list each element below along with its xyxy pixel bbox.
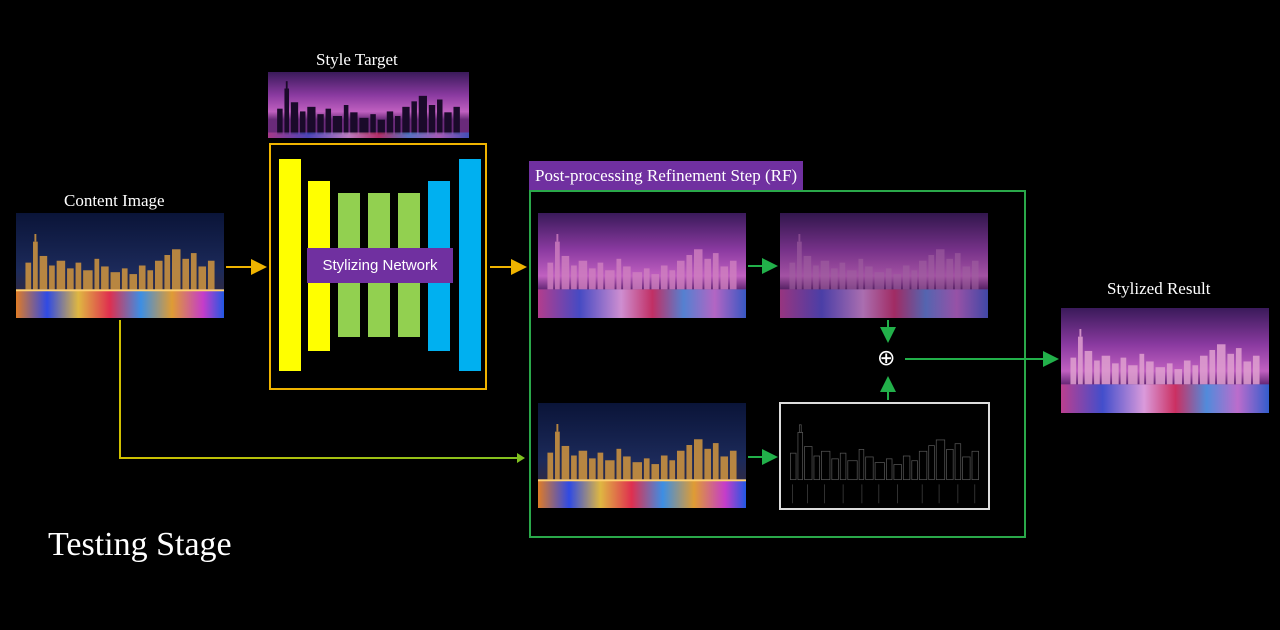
stylized-intermediate-image [538, 213, 746, 318]
content-image-label: Content Image [64, 191, 165, 210]
content-copy-image [538, 403, 746, 508]
refinement-step-box [529, 190, 1026, 538]
content-image [16, 213, 224, 318]
network-layer-yellow-1 [279, 159, 301, 371]
stylizing-network-label: Stylizing Network [307, 248, 453, 283]
refinement-step-label: Post-processing Refinement Step (RF) [529, 161, 804, 190]
style-target-image [268, 72, 469, 138]
filtered-image [780, 213, 988, 318]
style-target-label: Style Target [316, 50, 398, 69]
stylized-result-image [1061, 308, 1269, 413]
stylized-result-label: Stylized Result [1107, 279, 1211, 298]
testing-stage-label: Testing Stage [48, 526, 232, 563]
edge-map-image [779, 402, 990, 510]
plus-symbol: ⊕ [877, 346, 896, 371]
network-layer-blue-2 [459, 159, 481, 371]
